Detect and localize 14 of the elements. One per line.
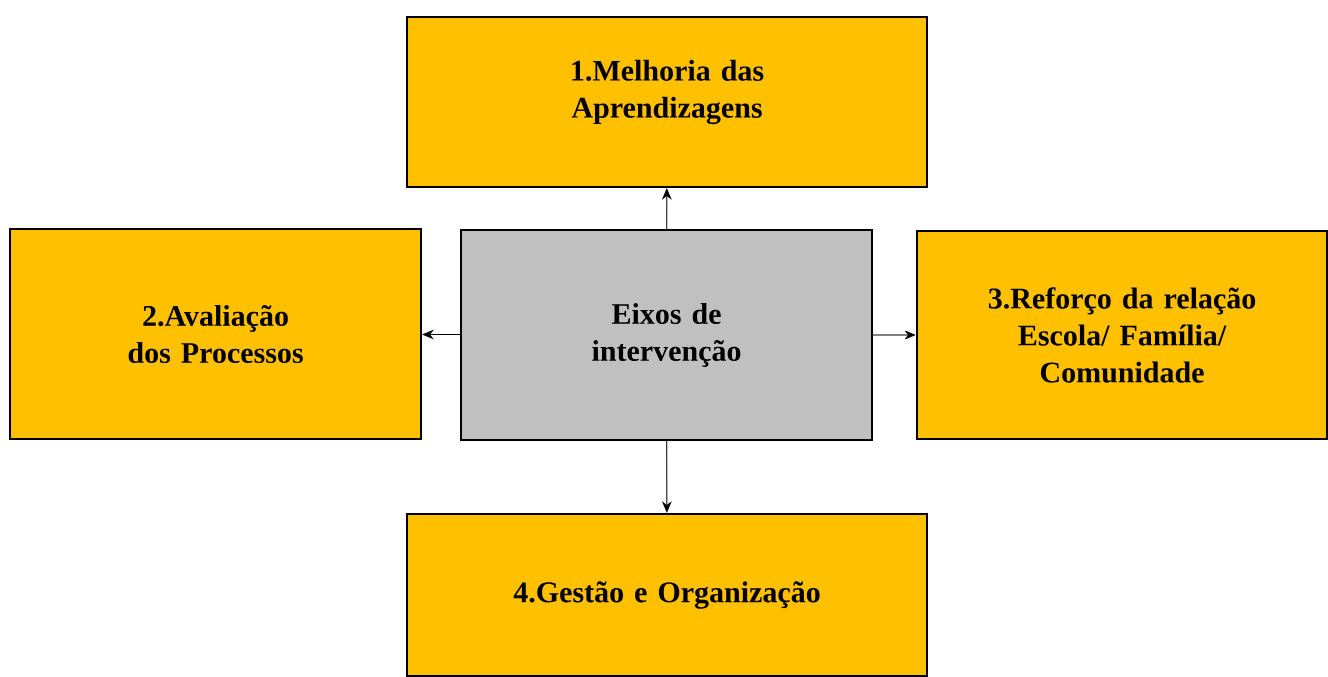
arrow — [662, 440, 672, 513]
axis-box — [9, 228, 422, 440]
box-label: 2.Avaliação dos Processos — [128, 304, 303, 364]
box-label: 4.Gestão e Organização — [513, 581, 820, 609]
axis-box — [406, 513, 928, 677]
arrow — [422, 330, 461, 339]
arrow — [872, 330, 916, 340]
box-label: 1.Melhoria das Aprendizagens — [571, 59, 764, 125]
center-box — [460, 229, 873, 441]
axis-box — [406, 16, 928, 188]
axis-box — [916, 230, 1328, 440]
box-label: 3.Reforço da relação Escola/ Família/ Comunidade — [988, 287, 1256, 383]
box-label: Eixos de intervenção — [592, 303, 741, 367]
arrow — [662, 188, 672, 230]
